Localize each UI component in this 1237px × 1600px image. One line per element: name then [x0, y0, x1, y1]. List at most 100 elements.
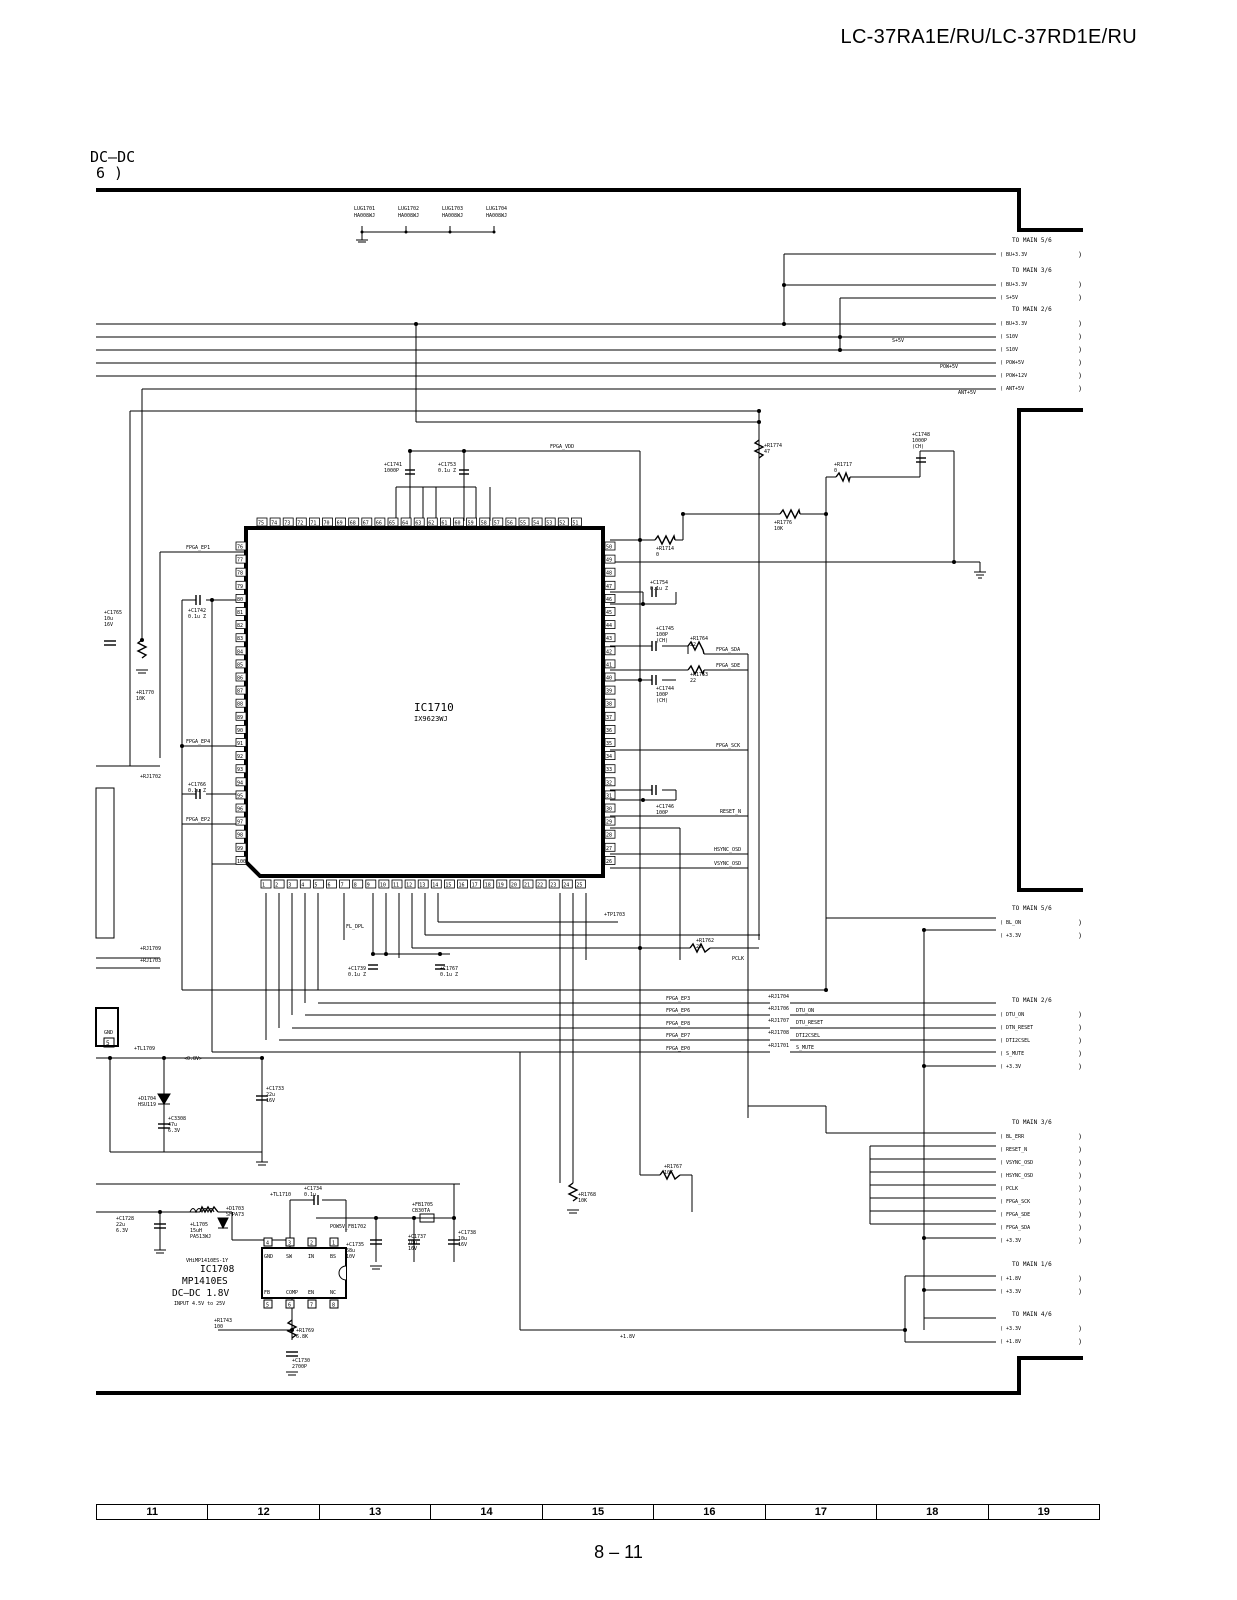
connector-pin-num: 5 [106, 1040, 110, 1047]
dcdc-pin-num: 2 [310, 1241, 313, 1247]
connector-signal: ( ANT+5V [1000, 386, 1024, 392]
connector-signal: ( +3.3V [1000, 1064, 1021, 1070]
ic-pin-right [604, 698, 616, 708]
ic-pin-label: 76 [237, 545, 243, 551]
component-ref-c1765: +C1765 [104, 610, 122, 616]
dcdc-pin-top [285, 1237, 295, 1247]
ic-pin-right [604, 554, 616, 564]
ic-pin-label: 59 [468, 521, 474, 527]
schematic-label: POW5V_FB1702 [330, 1224, 366, 1230]
ic-pin-label: 39 [606, 689, 612, 695]
connector-signal: ( +3.3V [1000, 1289, 1021, 1295]
ic-pin-label: 42 [606, 649, 612, 655]
ic-pin-label: 55 [520, 521, 526, 527]
ic-pin-bottom [561, 879, 573, 889]
component-ref-c1741: +C1741 [384, 462, 402, 468]
component-ref-tl1710: +TL1710 [270, 1192, 291, 1198]
ic-pin-label: 19 [498, 883, 504, 889]
component-value-r1743: 100 [214, 1324, 223, 1330]
schematic-label: FPGA_EP8 [666, 1021, 690, 1027]
ic-pin-label: 13 [419, 883, 425, 889]
ic-pin-bottom [535, 879, 547, 889]
dcdc-pin-name: COMP [286, 1290, 298, 1296]
grid-column-12: 12 [208, 1505, 320, 1519]
component-ref-r1717: +R1717 [834, 462, 852, 468]
ic-pin-left [235, 725, 247, 734]
component-extra-c1744: (CH) [656, 698, 668, 704]
connector-signal: ( BU+3.3V [1000, 321, 1027, 327]
dcdc-pin-name: BS [330, 1254, 336, 1260]
ic-pin-top [269, 517, 281, 527]
dcdc-pin-name: EN [308, 1290, 314, 1296]
ic-pin-right [604, 646, 616, 656]
connector-signal: ( +3.3V [1000, 1238, 1021, 1244]
ic-pin-label: 2 [275, 883, 278, 889]
schematic-label: DTU_ON [796, 1008, 814, 1014]
ic-pin-label: 14 [432, 883, 438, 889]
lug-part: HA008WJ [486, 213, 507, 219]
ic-pin-right [604, 620, 616, 629]
connector-bracket: ) [1078, 359, 1082, 367]
ic-pin-bottom [273, 879, 285, 889]
component-extra-c1733: 16V [266, 1098, 275, 1104]
ic-pin-left [235, 659, 247, 669]
ic-pin-right [604, 541, 616, 551]
ic-pin-label: 34 [606, 754, 612, 760]
connector-signal: ( +1.8V [1000, 1276, 1021, 1282]
ic-pin-bottom [352, 879, 364, 889]
frame [96, 188, 1083, 1395]
component-extra-c1735: 10V [346, 1254, 355, 1260]
connector-bracket: ) [1078, 1237, 1082, 1245]
ic-pin-left [235, 672, 247, 682]
component-ref-c1748: +C1748 [912, 432, 930, 438]
ic-pin-bottom [575, 879, 586, 889]
connector-signal: ( FPGA_SCK [1000, 1199, 1030, 1205]
ic-pin-left [235, 541, 247, 551]
ic-pin-top [335, 517, 347, 527]
connector-title: TO MAIN 2/6 [1012, 997, 1052, 1004]
connector-signal: ( RESET_N [1000, 1147, 1027, 1153]
component-ref-r1768: +R1768 [578, 1192, 596, 1198]
component-value-r1763: 22 [690, 678, 696, 684]
ic-pin-left [235, 646, 247, 656]
ic-pin-label: 1 [262, 883, 265, 889]
component-value-c1741: 1000P [384, 468, 399, 474]
ic-pin-label: 61 [441, 521, 447, 527]
component-value-r1768: 10K [578, 1198, 587, 1204]
connector-signal: ( DTI2CSEL [1000, 1038, 1030, 1044]
ic1710-part: IX9623WJ [414, 715, 448, 723]
grid-column-18: 18 [877, 1505, 989, 1519]
ic-pin-top [400, 517, 412, 527]
ic-pin-label: 74 [271, 521, 277, 527]
page-header-model: LC-37RA1E/RU/LC-37RD1E/RU [840, 26, 1137, 48]
ic-pin-top [571, 517, 582, 527]
ic-pin-label: 78 [237, 571, 243, 577]
ic-pin-label: 11 [393, 883, 399, 889]
ic1710-ref: IC1710 [414, 701, 454, 714]
ic-pin-top [426, 517, 438, 527]
ic-pin-label: 81 [237, 610, 243, 616]
dcdc-pin-num: 7 [310, 1303, 313, 1309]
ic-pin-label: 18 [485, 883, 491, 889]
schematic-label: FPGA_SDA [716, 647, 740, 653]
component-extra-c1738: 16V [458, 1242, 467, 1248]
ic-pin-bottom [483, 879, 495, 889]
ic-pin-bottom [312, 879, 324, 889]
component-value-c3308: 47u [168, 1122, 177, 1128]
connector-signal: ( +1.8V [1000, 1339, 1021, 1345]
ic-pin-right [604, 607, 616, 616]
connector-signal: ( FPGA_SDA [1000, 1225, 1030, 1231]
ic-pin-label: 56 [507, 521, 513, 527]
connector-bracket: ) [1078, 1198, 1082, 1206]
component-ref-r1767: +R1767 [664, 1164, 682, 1170]
lug-dot [448, 230, 452, 234]
schematic-label: S+5V [892, 338, 904, 344]
ic-pin-left [235, 777, 247, 787]
left-partial-box [95, 787, 115, 939]
ic-pin-top [374, 517, 386, 527]
component-value-r1774: 47 [764, 449, 770, 455]
schematic-label: FPGA_EP1 [186, 545, 210, 551]
ic-pin-top [308, 517, 320, 527]
ic-pin-bottom [286, 879, 298, 889]
ic-pin-bottom [417, 879, 429, 889]
